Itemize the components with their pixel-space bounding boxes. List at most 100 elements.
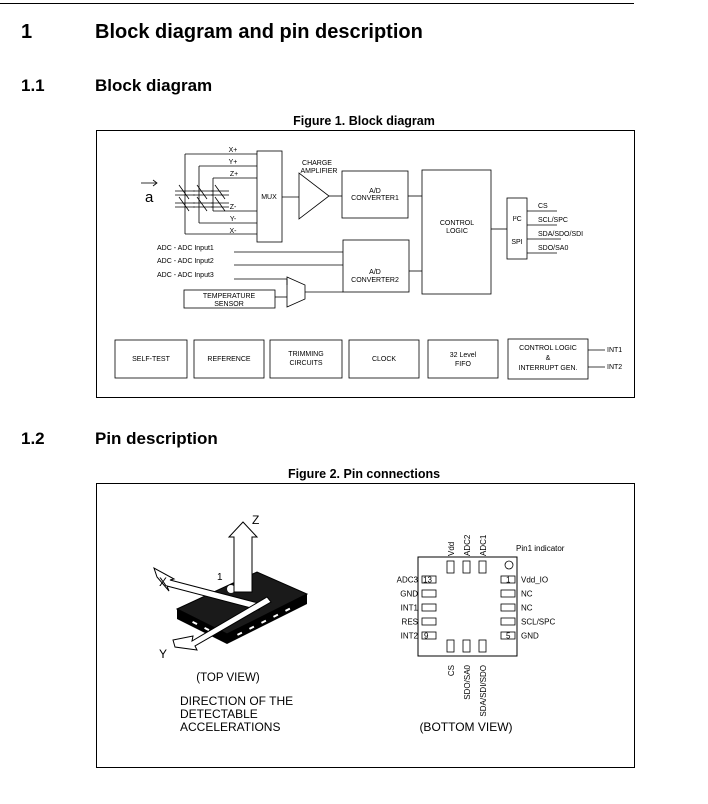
charge-amp-label: AMPLIFIER	[301, 168, 338, 175]
reference-block	[193, 339, 265, 379]
adc-input-label: ADC - ADC Input3	[157, 272, 214, 279]
adc2-label: A/D	[369, 269, 381, 276]
pin-label: SDA/SDI/SDO	[479, 665, 488, 717]
sensor-capacitor-icon	[175, 184, 229, 212]
pin-label: NC	[521, 604, 533, 613]
clock-block	[348, 339, 420, 379]
charge-amplifier-icon	[298, 172, 330, 220]
control-logic-label: CONTROL	[440, 220, 474, 227]
pin-label: ADC3	[397, 576, 419, 585]
temperature-sensor-block	[183, 289, 276, 309]
charge-amp-label: CHARGE	[302, 160, 332, 167]
trimming-label: CIRCUITS	[289, 360, 322, 367]
int-output-label: INT2	[607, 364, 622, 371]
mux-label: MUX	[261, 194, 277, 201]
pin-number: 9	[424, 632, 429, 641]
block-diagram-frame: a X+ Y+ Z+ Z- Y- X- MUX CHARGE AMPLIFIER…	[96, 130, 635, 398]
package-pads	[421, 560, 516, 653]
serial-interface-block	[506, 197, 528, 260]
serial-pin-label: SCL/SPC	[538, 217, 568, 224]
subsection-number: 1.2	[21, 429, 45, 448]
x-axis-label: X	[159, 575, 167, 589]
fifo-label: FIFO	[455, 361, 471, 368]
pin-number: 13	[423, 576, 432, 585]
pin-label: RES	[402, 618, 418, 627]
section-title: Block diagram and pin description	[95, 21, 423, 43]
temp-sensor-label: SENSOR	[214, 301, 244, 308]
y-axis-label: Y	[159, 647, 167, 661]
input-mux-icon	[286, 276, 306, 308]
int-logic-label: &	[546, 355, 551, 362]
self-test-label: SELF-TEST	[132, 356, 170, 363]
top-view-label: (TOP VIEW)	[196, 672, 260, 684]
pin-label: Vdd_IO	[521, 576, 548, 585]
bottom-view-label: (BOTTOM VIEW)	[419, 720, 512, 734]
pin-label: INT2	[401, 632, 419, 641]
trimming-block	[269, 339, 343, 379]
spi-label: SPI	[511, 239, 522, 246]
mux-in-label: Y+	[229, 159, 238, 166]
adc2-label: CONVERTER2	[351, 277, 399, 284]
mux-block	[256, 150, 283, 243]
figure1-caption: Figure 1. Block diagram	[293, 114, 435, 128]
control-logic-block	[421, 169, 492, 295]
pin-label: ADC1	[479, 534, 488, 556]
pin1-mark: 1	[217, 572, 223, 583]
package-outline	[417, 556, 518, 657]
self-test-block	[114, 339, 188, 379]
interrupt-logic-block	[507, 338, 589, 380]
top-rule	[0, 3, 634, 4]
i2c-label: I²C	[512, 216, 521, 223]
fifo-block	[427, 339, 499, 379]
fifo-label: 32 Level	[450, 352, 477, 359]
adc2-block	[342, 239, 410, 293]
reference-label: REFERENCE	[207, 356, 251, 363]
pin-label: INT1	[401, 604, 419, 613]
z-axis-arrow	[227, 521, 259, 593]
block-diagram: a X+ Y+ Z+ Z- Y- X- MUX CHARGE AMPLIFIER…	[114, 147, 622, 380]
subsection-title: Pin description	[95, 429, 218, 448]
pin-label: Vdd	[447, 542, 456, 556]
mux-in-label: X-	[230, 228, 238, 235]
int-output-label: INT1	[607, 347, 622, 354]
subsection-number: 1.1	[21, 76, 45, 95]
clock-label: CLOCK	[372, 356, 396, 363]
adc1-label: A/D	[369, 188, 381, 195]
serial-pin-label: SDA/SDO/SDI	[538, 231, 583, 238]
control-logic-label: LOGIC	[446, 228, 468, 235]
int-logic-label: CONTROL LOGIC	[519, 345, 577, 352]
y-axis-arrow	[172, 596, 272, 651]
pin1-indicator-icon	[504, 560, 514, 570]
pin1-indicator-label: Pin1 indicator	[516, 544, 565, 553]
mux-in-label: Z-	[230, 204, 237, 211]
mux-in-label: Y-	[230, 216, 237, 223]
serial-pin-label: CS	[538, 203, 548, 210]
pin-number: 5	[506, 632, 511, 641]
section-number: 1	[21, 21, 33, 43]
pin-label: CS	[447, 665, 456, 676]
mux-in-label: Z+	[230, 171, 238, 178]
direction-label: DIRECTION OF THE	[180, 694, 293, 708]
pin-label: NC	[521, 590, 533, 599]
pin-label: GND	[521, 632, 539, 641]
pin-number: 1	[506, 576, 511, 585]
pin-label: GND	[400, 590, 418, 599]
subsection-title: Block diagram	[95, 76, 213, 95]
direction-label: DETECTABLE	[180, 707, 258, 721]
accel-symbol: a	[145, 189, 154, 206]
mux-in-label: X+	[229, 147, 238, 154]
pin-label: ADC2	[463, 534, 472, 556]
temp-sensor-label: TEMPERATURE	[203, 293, 256, 300]
trimming-label: TRIMMING	[288, 351, 323, 358]
pin-connections-frame: Z X Y 1 (TOP VIEW) DIRECTION OF THE DETE…	[96, 483, 635, 768]
serial-pin-label: SDO/SA0	[538, 245, 568, 252]
adc-input-label: ADC - ADC Input1	[157, 245, 214, 252]
pin-label: SDO/SA0	[463, 664, 472, 699]
adc1-block	[341, 170, 409, 219]
int-logic-label: INTERRUPT GEN.	[519, 365, 578, 372]
adc1-label: CONVERTER1	[351, 195, 399, 202]
direction-label: ACCELERATIONS	[180, 720, 280, 734]
z-axis-label: Z	[252, 513, 259, 527]
figure2-caption: Figure 2. Pin connections	[287, 467, 441, 481]
pin-connections-diagram: Z X Y 1 (TOP VIEW) DIRECTION OF THE DETE…	[153, 513, 565, 734]
